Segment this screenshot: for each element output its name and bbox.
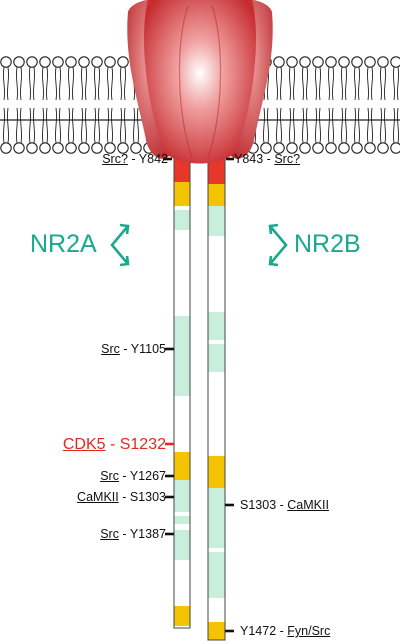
lipid-head [364,142,376,154]
residue-name: Y1105 [130,342,166,356]
tail-segment [174,480,190,512]
tail-segment [174,530,190,560]
lipid-head [273,56,285,68]
site-label-nr2b-y843: Y843 - Src? [234,152,301,166]
lipid-head [273,142,285,154]
tail-segment [174,452,190,480]
nr2a-label: NR2A [30,230,97,258]
lipid-head [390,142,400,154]
lipid-head [78,56,90,68]
tail-segment [208,312,225,340]
lipid-head [26,56,38,68]
lipid-head [52,56,64,68]
residue-name: Y842 [138,152,168,166]
kinase-name: Src? [102,152,128,166]
lipid-head [286,142,298,154]
lipid-head [91,56,103,68]
lipid-head [13,142,25,154]
kinase-name: CDK5 [62,436,106,453]
nr2a-tail [173,157,191,629]
tail-segment [174,516,190,524]
lipid-head [260,142,272,154]
tail-segment [208,622,225,640]
site-label-nr2a-y1267: Src - Y1267 [100,469,166,483]
site-label-nr2a-y1105: Src - Y1105 [101,342,166,356]
tail-segment [208,456,225,488]
kinase-name: Fyn/Src [287,624,331,638]
tail-segment [208,552,225,598]
lipid-head [13,56,25,68]
lipid-head [39,142,51,154]
residue-name: Y843 [234,152,264,166]
tail-segment [208,488,225,548]
lipid-head [78,142,90,154]
lipid-head [91,142,103,154]
residue-name: S1232 [119,436,166,453]
tail-segment [208,344,225,372]
tail-segment [174,182,190,206]
tail-segment [174,606,190,626]
lipid-head [338,142,350,154]
c-terminal-tails [173,157,226,641]
site-markers [163,157,234,633]
lipid-head [26,142,38,154]
lipid-head [39,56,51,68]
nr2b-label: NR2B [294,230,361,258]
kinase-name: CaMKII [77,490,119,504]
lipid-head [65,56,77,68]
lipid-head [325,142,337,154]
lipid-head [377,56,389,68]
nr2a-arrow-icon [110,223,130,267]
lipid-head [104,56,116,68]
lipid-head [299,56,311,68]
lipid-head [117,56,129,68]
residue-name: S1303 [240,498,277,512]
tail-segment [174,210,190,230]
residue-name: Y1387 [129,527,166,541]
receptor-channel [127,0,273,164]
lipid-head [286,56,298,68]
tail-segment [208,206,225,236]
lipid-head [65,142,77,154]
residue-name: S1303 [129,490,166,504]
residue-name: Y1472 [240,624,277,638]
lipid-head [312,142,324,154]
lipid-head [377,142,389,154]
site-label-nr2a-y1387: Src - Y1387 [100,527,166,541]
lipid-head [117,142,129,154]
lipid-head [338,56,350,68]
nr2b-tail [207,157,226,641]
tail-segment [174,158,190,182]
kinase-name: Src? [274,152,301,166]
site-label-nr2b-y1472: Y1472 - Fyn/Src [240,624,331,638]
site-label-nr2a-s1303: CaMKII - S1303 [77,490,166,504]
lipid-head [312,56,324,68]
lipid-head [351,56,363,68]
lipid-head [299,142,311,154]
kinase-name: CaMKII [287,498,329,512]
lipid-head [364,56,376,68]
lipid-head [0,56,12,68]
kinase-name: Src [100,527,119,541]
tail-segment [174,316,190,396]
site-label-nr2a-y842: Src? - Y842 [102,152,168,166]
residue-name: Y1267 [129,469,166,483]
nr2b-arrow-icon [268,223,288,267]
kinase-name: Src [100,469,119,483]
lipid-head [52,142,64,154]
lipid-head [104,142,116,154]
lipid-head [390,56,400,68]
lipid-head [325,56,337,68]
lipid-head [130,142,142,154]
tail-segment [208,158,225,184]
kinase-name: Src [101,342,120,356]
site-label-nr2a-s1232: CDK5 - S1232 [62,436,166,453]
lipid-head [351,142,363,154]
lipid-head [0,142,12,154]
tail-segment [208,184,225,206]
site-label-nr2b-s1303: S1303 - CaMKII [240,498,329,512]
